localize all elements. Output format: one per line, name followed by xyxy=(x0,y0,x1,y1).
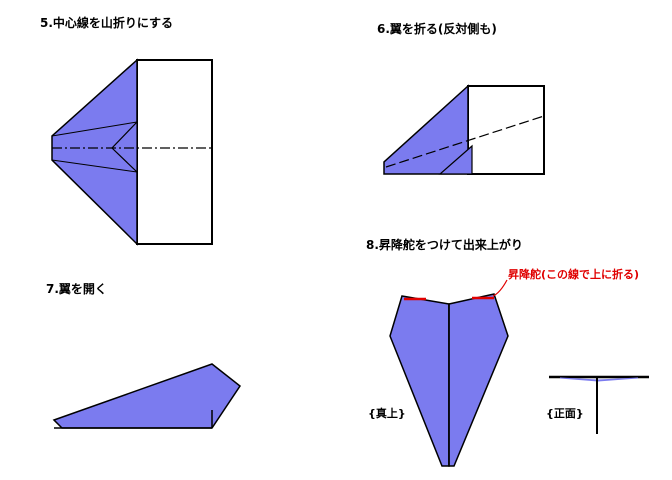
plane-front-fold xyxy=(559,377,639,382)
step5-paper-body xyxy=(136,59,213,245)
step6-inner-flap xyxy=(438,144,473,175)
step8-title: 8.昇降舵をつけて出来上がり xyxy=(366,238,523,252)
step6-paper-body xyxy=(467,85,545,175)
step5-crease-a xyxy=(51,121,138,137)
step6-figure xyxy=(383,84,545,175)
step5-title: 5.中心線を山折りにする xyxy=(40,16,174,30)
top-view-label: {真上} xyxy=(368,407,406,420)
step7-open-wing xyxy=(52,363,242,429)
step8-front-view xyxy=(549,375,649,434)
step8-top-view xyxy=(389,279,509,467)
front-view-label: {正面} xyxy=(546,407,584,420)
plane-top-left-wing xyxy=(389,295,450,467)
step7-figure xyxy=(52,363,242,429)
step7-title: 7.翼を開く xyxy=(46,282,107,296)
step5-crease-b xyxy=(51,159,138,173)
plane-top-right-wing xyxy=(448,293,509,467)
step5-inner-flap xyxy=(111,120,138,174)
step5-figure xyxy=(51,58,213,246)
elevator-annotation: 昇降舵(この線で上に折る) xyxy=(508,268,640,281)
step6-folded-wing xyxy=(383,84,469,175)
elevator-leader-line xyxy=(492,279,508,297)
step6-title: 6.翼を折る(反対側も) xyxy=(377,22,497,36)
